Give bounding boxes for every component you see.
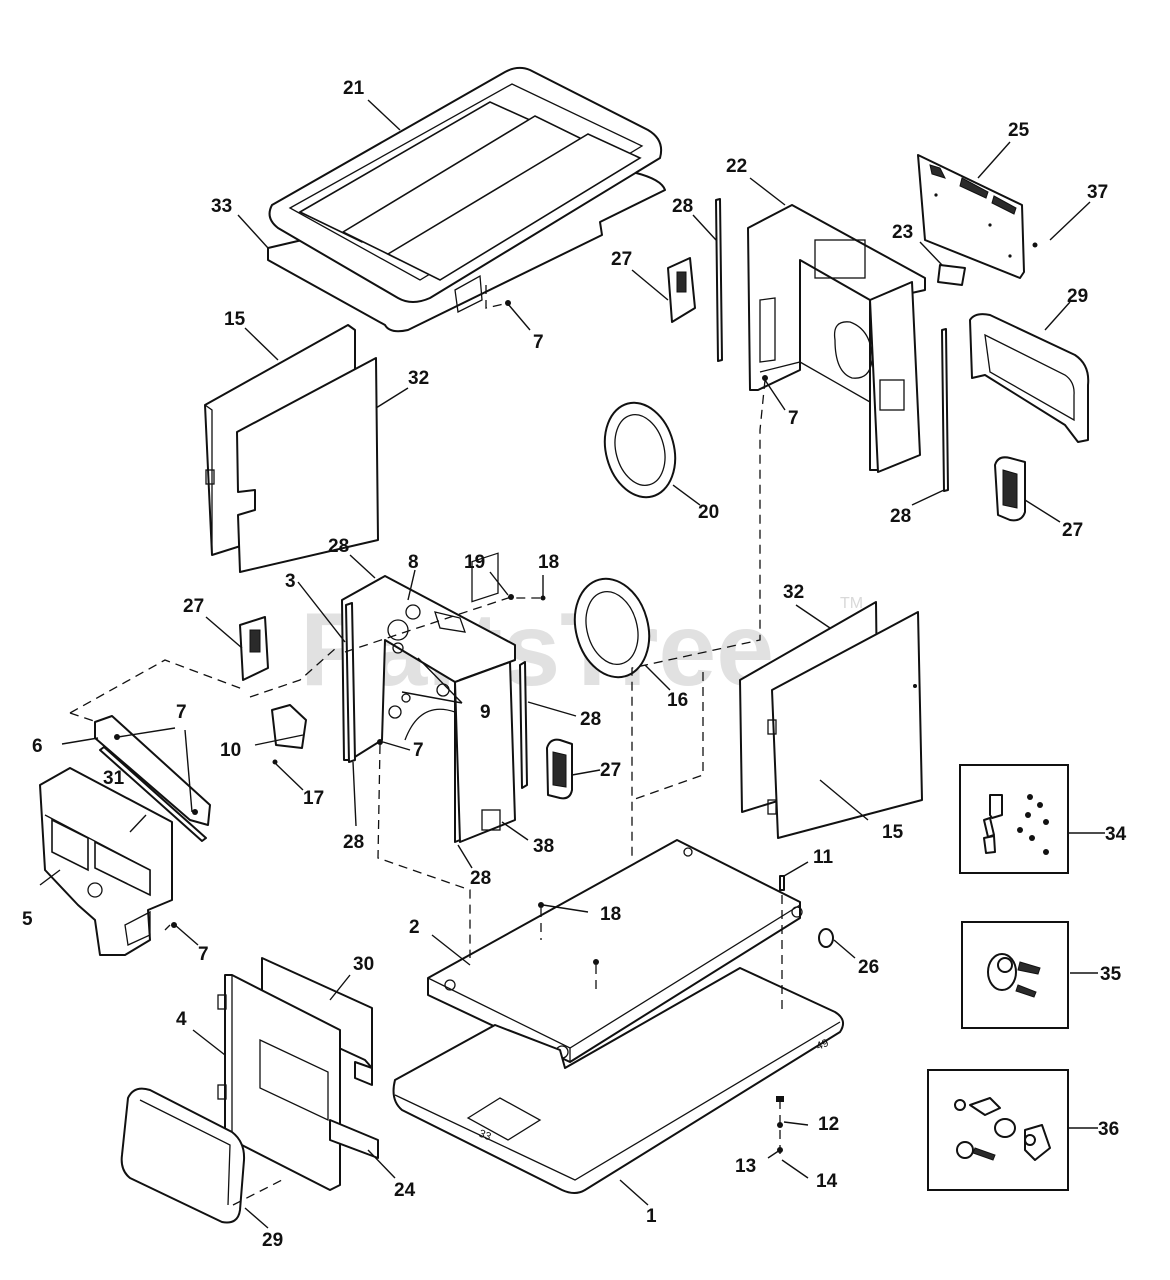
- callout-28-right: 28: [890, 506, 911, 527]
- part-22-end-housing: [747, 204, 926, 473]
- kit-box-35: [961, 921, 1069, 1029]
- callout-15-left: 15: [224, 309, 246, 330]
- callout-34: 34: [1105, 824, 1127, 845]
- callout-35: 35: [1100, 964, 1122, 985]
- part-27-vent-center: [546, 738, 573, 800]
- callout-7-housing-bottom: 7: [198, 944, 209, 965]
- callout-8: 8: [408, 552, 419, 573]
- callout-27-left: 27: [183, 596, 204, 617]
- part-28-strip-center: [519, 661, 528, 789]
- part-29-grille-lower: [120, 1087, 246, 1224]
- callout-6: 6: [32, 736, 43, 757]
- callout-7-housing: 7: [788, 408, 799, 429]
- part-21-roof: [268, 66, 663, 313]
- callout-28-center-right: 28: [580, 709, 601, 730]
- callout-27-right: 27: [1062, 520, 1083, 541]
- part-28-strip-right: [941, 328, 949, 492]
- callout-19: 19: [464, 552, 485, 573]
- callout-28-upper: 28: [672, 196, 693, 217]
- callout-20: 20: [698, 502, 719, 523]
- kit-box-34: [959, 764, 1069, 874]
- part-28-strip-upper: [715, 198, 723, 362]
- callout-labels: 21 33 7 15 32 27 28 22 25 37 23 29 7 20 …: [22, 78, 1127, 1251]
- part-23-label: [937, 264, 966, 286]
- assembly-guides: [69, 285, 783, 1206]
- callout-28-center-left: 28: [343, 832, 364, 853]
- callout-13: 13: [735, 1156, 756, 1177]
- part-25-grille-panel: [917, 154, 1025, 279]
- callout-26: 26: [858, 957, 879, 978]
- callout-25: 25: [1008, 120, 1030, 141]
- callout-29-upper: 29: [1067, 286, 1088, 307]
- part-16-ring: [573, 577, 651, 679]
- part-26-plug: [818, 928, 834, 948]
- callout-24: 24: [394, 1180, 416, 1201]
- callout-33: 33: [211, 196, 232, 217]
- callout-36: 36: [1098, 1119, 1119, 1140]
- callout-17: 17: [303, 788, 324, 809]
- part-5-control-housing: [39, 767, 173, 956]
- part-27-vent-right: [994, 456, 1026, 522]
- callout-7-roof: 7: [533, 332, 544, 353]
- callout-7-rail: 7: [176, 702, 187, 723]
- part-10-bracket: [271, 704, 307, 749]
- callout-29-lower: 29: [262, 1230, 283, 1251]
- callout-5: 5: [22, 909, 33, 930]
- part-32-insulation-left: [236, 357, 379, 573]
- callout-27-center: 27: [600, 760, 621, 781]
- callout-37: 37: [1087, 182, 1108, 203]
- callout-23: 23: [892, 222, 913, 243]
- part-1-base-pan: 33 49: [392, 967, 845, 1194]
- callout-18-top: 18: [538, 552, 559, 573]
- callout-7-center: 7: [413, 740, 424, 761]
- callout-10: 10: [220, 740, 241, 761]
- callout-9: 9: [480, 702, 491, 723]
- part-24-strip: [329, 1119, 379, 1159]
- kit-box-36: [927, 1069, 1069, 1191]
- callout-32-left: 32: [408, 368, 429, 389]
- watermark-tm: TM: [840, 595, 863, 612]
- callout-11: 11: [813, 847, 834, 868]
- callout-27-upper: 27: [611, 249, 632, 270]
- part-4-front-door: [217, 974, 341, 1191]
- callout-1: 1: [646, 1206, 657, 1227]
- part-2-base-plate: [427, 839, 803, 1063]
- callout-12: 12: [818, 1114, 839, 1135]
- callout-21: 21: [343, 78, 365, 99]
- callout-38: 38: [533, 836, 554, 857]
- part-31-strip: [99, 746, 207, 842]
- part-15-side-panel-right: [767, 611, 923, 839]
- callout-4: 4: [176, 1009, 187, 1030]
- callout-30: 30: [353, 954, 374, 975]
- part-20-ring: [603, 401, 677, 499]
- callout-28-bottom: 28: [470, 868, 491, 889]
- callout-18-base: 18: [600, 904, 621, 925]
- part-29-frame-upper: [969, 313, 1090, 443]
- base-stamp-right: 49: [815, 1037, 831, 1053]
- callout-22: 22: [726, 156, 747, 177]
- callout-15-right: 15: [882, 822, 904, 843]
- callout-3: 3: [285, 571, 296, 592]
- callout-32-right: 32: [783, 582, 804, 603]
- part-27-vent-upper: [667, 257, 696, 323]
- callout-28-center-top: 28: [328, 536, 349, 557]
- base-stamp-left: 33: [477, 1128, 493, 1144]
- callout-16: 16: [667, 690, 688, 711]
- part-27-vent-left: [239, 616, 269, 681]
- leader-lines: [39, 99, 1105, 1229]
- callout-2: 2: [409, 917, 420, 938]
- callout-14: 14: [816, 1171, 838, 1192]
- callout-31: 31: [103, 768, 125, 789]
